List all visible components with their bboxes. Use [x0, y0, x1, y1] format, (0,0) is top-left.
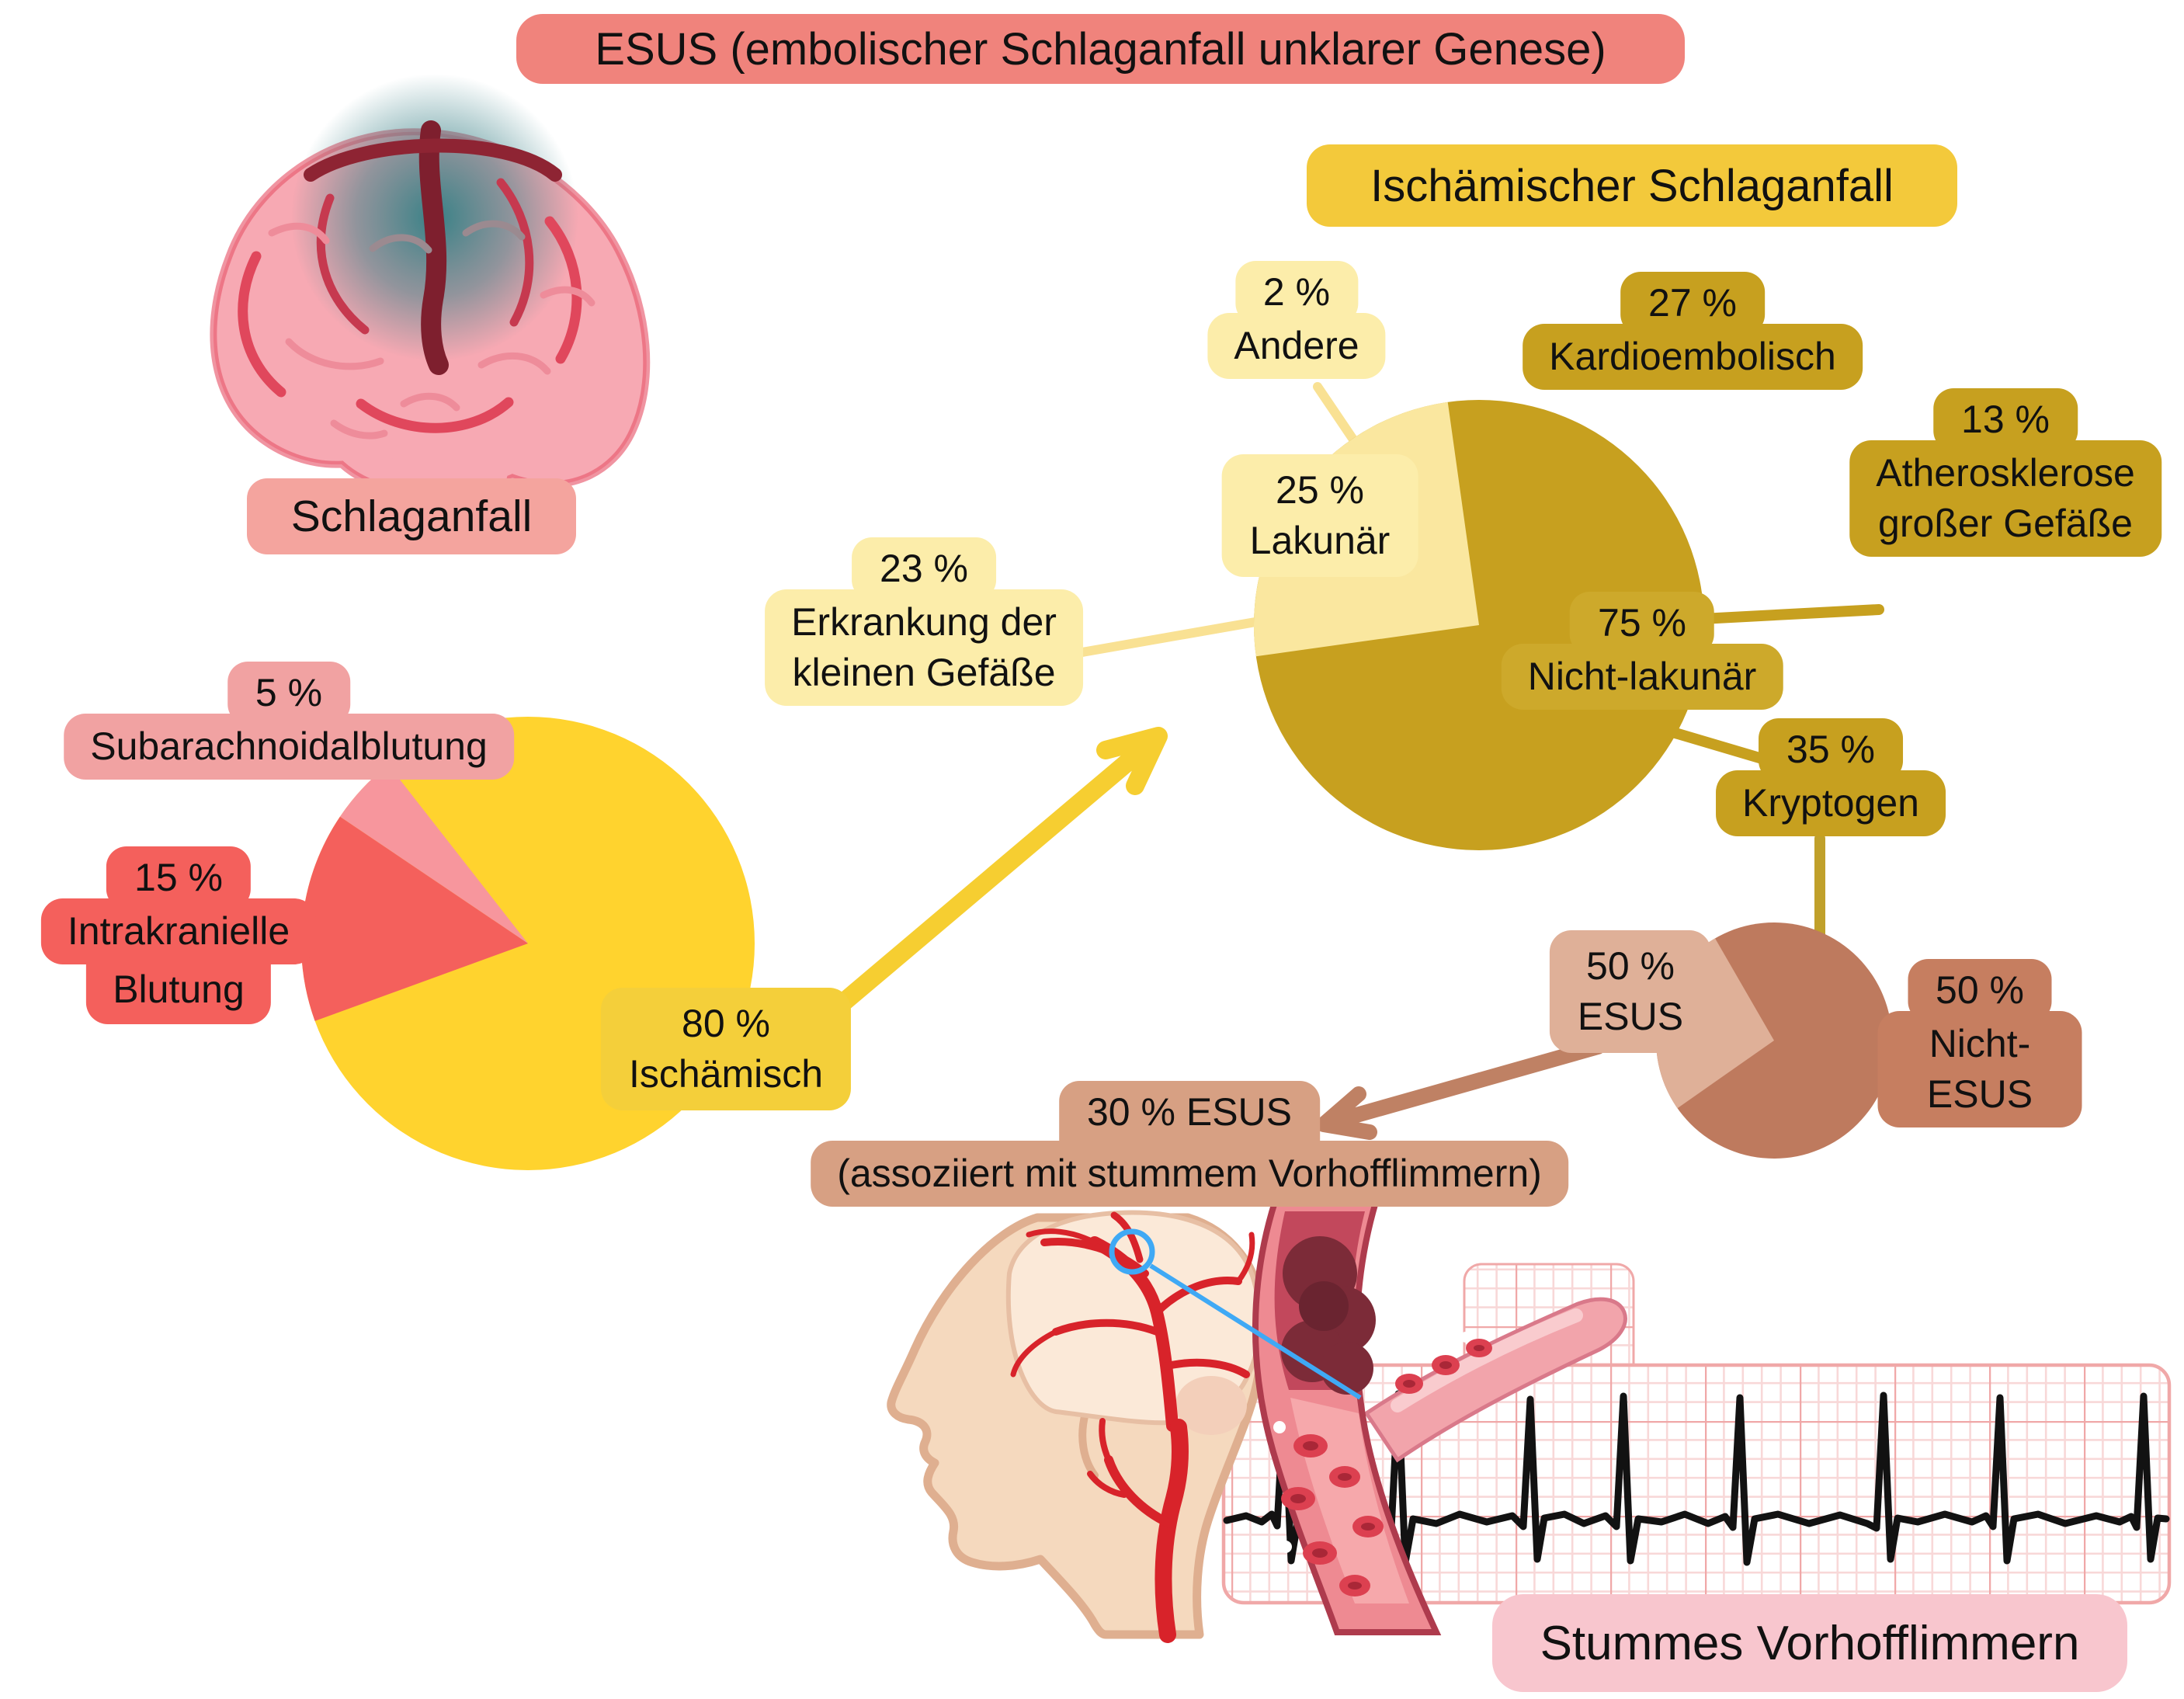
- esus-note[interactable]: 30 % ESUS (assoziiert mit stummem Vorhof…: [811, 1081, 1568, 1207]
- head-illustration: [887, 1210, 1268, 1643]
- callout-esus-50[interactable]: 50 % ESUS: [1549, 930, 1712, 1053]
- schlaganfall-label: Schlaganfall: [247, 478, 576, 554]
- annotation-circle-icon: [1109, 1228, 1155, 1275]
- title-banner: ESUS (embolischer Schlaganfall unklarer …: [516, 14, 1685, 84]
- callout-ischaemisch-80[interactable]: 80 % Ischämisch: [600, 988, 852, 1110]
- callout-atherosklerose[interactable]: 13 % Atherosklerose großer Gefäße: [1849, 388, 2161, 557]
- callout-lakunar[interactable]: 25 % Lakunär: [1221, 454, 1418, 577]
- vessel-illustration: [1252, 1199, 1627, 1635]
- flow-arrows: [833, 727, 1606, 1140]
- arrow-ischaemisch-to-subtypes: [833, 727, 1168, 1013]
- callout-kryptogen[interactable]: 35 % Kryptogen: [1716, 718, 1946, 836]
- stroke-brain-illustration: [210, 74, 651, 527]
- callout-andere[interactable]: 2 % Andere: [1207, 261, 1386, 379]
- callout-nicht-lakunar[interactable]: 75 % Nicht-lakunär: [1501, 592, 1783, 710]
- carotid-artery: [1087, 1418, 1189, 1643]
- callout-kardioembolisch[interactable]: 27 % Kardioembolisch: [1523, 272, 1863, 390]
- callout-intrakranielle-blutung[interactable]: 15 % Intrakranielle Blutung: [40, 846, 317, 1024]
- clot-annotation: [1109, 1228, 1362, 1400]
- head-brain: [1005, 1210, 1262, 1426]
- slice-subarachnoidalblutung-5[interactable]: [339, 764, 528, 943]
- slice-intrakranielle-blutung-15[interactable]: [300, 816, 528, 1021]
- red-blood-cells: [1281, 1339, 1492, 1597]
- page-title: ESUS (embolischer Schlaganfall unklarer …: [595, 23, 1606, 75]
- vessel-highlight-dots: [1273, 1319, 1471, 1553]
- blood-clot: [1281, 1236, 1376, 1395]
- callout-nicht-esus-50[interactable]: 50 % Nicht-ESUS: [1877, 959, 2082, 1127]
- stummes-vorhofflimmern-banner: Stummes Vorhofflimmern: [1492, 1594, 2127, 1692]
- annotation-line: [1149, 1263, 1362, 1400]
- arrow-esus-to-note: [1316, 1039, 1606, 1140]
- ischaemischer-schlaganfall-banner: Ischämischer Schlaganfall: [1307, 144, 1957, 227]
- callout-subarachnoidalblutung[interactable]: 5 % Subarachnoidalblutung: [64, 662, 514, 780]
- callout-kleine-gefaesse[interactable]: 23 % Erkrankung der kleinen Gefäße: [765, 537, 1083, 706]
